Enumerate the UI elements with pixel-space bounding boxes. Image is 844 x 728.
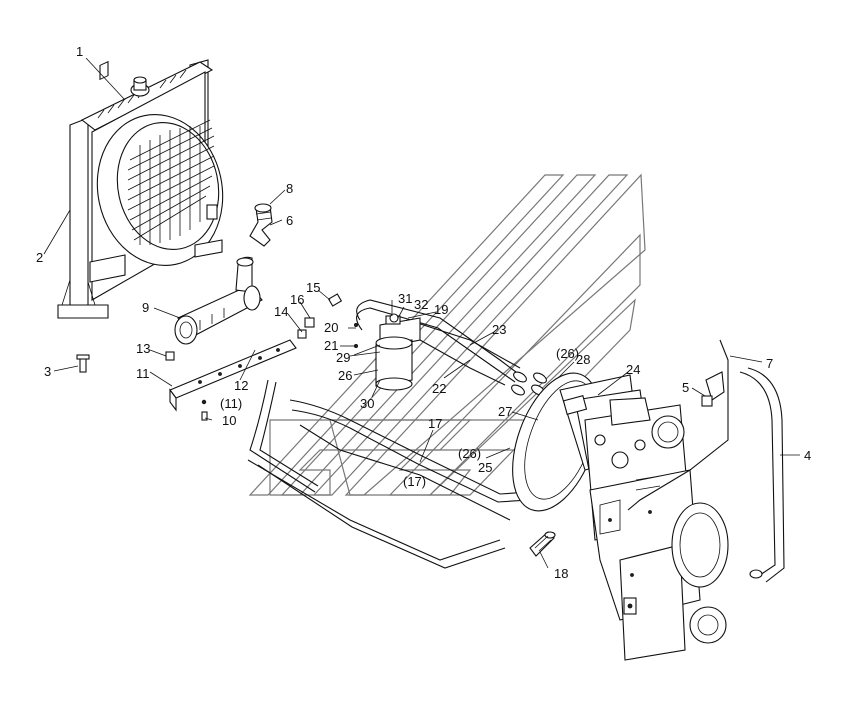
callout-26: 26 bbox=[338, 368, 352, 383]
callout-17: 17 bbox=[428, 416, 442, 431]
callout-labels: 1 2 3 4 5 6 7 8 9 10 11 (11) 12 13 14 15… bbox=[36, 44, 811, 581]
callout-18: 18 bbox=[554, 566, 568, 581]
callout-11-ref: (11) bbox=[220, 396, 242, 411]
callout-10: 10 bbox=[222, 413, 236, 428]
bolt-3 bbox=[76, 354, 90, 373]
callout-29: 29 bbox=[336, 350, 350, 365]
hose-lines bbox=[247, 299, 561, 569]
callout-2: 2 bbox=[36, 250, 43, 265]
callout-27: 27 bbox=[498, 404, 512, 419]
callout-11: 11 bbox=[136, 366, 150, 381]
callout-8: 8 bbox=[286, 181, 293, 196]
callout-31: 31 bbox=[398, 291, 412, 306]
callout-25: 25 bbox=[478, 460, 492, 475]
callout-13: 13 bbox=[136, 341, 150, 356]
callout-5: 5 bbox=[682, 380, 689, 395]
callout-21: 21 bbox=[324, 338, 338, 353]
radiator-assembly bbox=[57, 59, 224, 319]
leader-lines bbox=[43, 57, 800, 569]
radiator-core-grid bbox=[127, 119, 215, 245]
watermark-logo bbox=[248, 173, 646, 496]
callout-14: 14 bbox=[274, 304, 288, 319]
callout-24: 24 bbox=[626, 362, 640, 377]
callout-17-ref: (17) bbox=[403, 474, 426, 489]
water-pipe-9 bbox=[174, 256, 263, 345]
callout-26-ref-b: (26) bbox=[458, 446, 481, 461]
callout-15: 15 bbox=[306, 280, 320, 295]
transmission-housing bbox=[512, 372, 729, 661]
callout-3: 3 bbox=[44, 364, 51, 379]
callout-19: 19 bbox=[434, 302, 448, 317]
hose-elbow-6-8 bbox=[249, 203, 273, 247]
callout-23: 23 bbox=[492, 322, 506, 337]
callout-32: 32 bbox=[414, 297, 428, 312]
callout-1: 1 bbox=[76, 44, 83, 59]
callout-12: 12 bbox=[234, 378, 248, 393]
callout-7: 7 bbox=[766, 356, 773, 371]
callout-30: 30 bbox=[360, 396, 374, 411]
bracket-12 bbox=[169, 339, 297, 412]
callout-28: 28 bbox=[576, 352, 590, 367]
callout-16: 16 bbox=[290, 292, 304, 307]
callout-26-ref-a: (26) bbox=[556, 346, 579, 361]
sensor-cable-5-7 bbox=[627, 339, 729, 511]
oil-filter-assembly bbox=[375, 313, 421, 391]
callout-4: 4 bbox=[804, 448, 811, 463]
pipe-4 bbox=[739, 367, 785, 583]
callout-6: 6 bbox=[286, 213, 293, 228]
callout-9: 9 bbox=[142, 300, 149, 315]
callout-20: 20 bbox=[324, 320, 338, 335]
radiator-top-fins bbox=[99, 60, 109, 81]
fitting-18 bbox=[529, 531, 556, 557]
callout-22: 22 bbox=[432, 381, 446, 396]
